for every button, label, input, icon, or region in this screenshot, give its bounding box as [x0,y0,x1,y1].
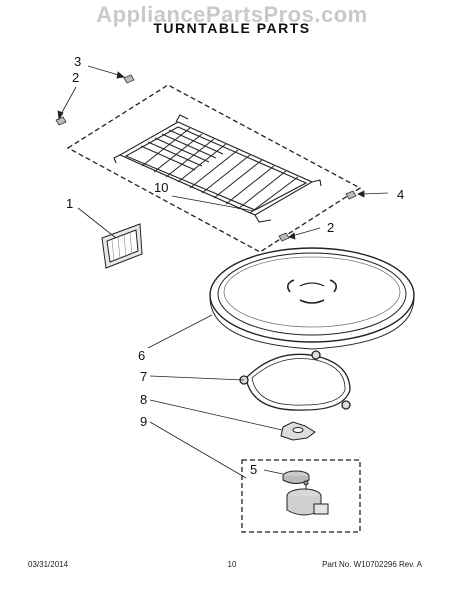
callout-8: 8 [140,392,147,407]
turntable-tray [209,247,415,350]
cavity-outline [66,84,362,253]
footer-page-number: 10 [227,560,237,569]
callout-6: 6 [138,348,145,363]
turntable-motor-cap [282,470,310,484]
watermark: AppliancePartsPros.com [96,2,368,27]
footer-part-number: Part No. W10702296 Rev. A [322,560,422,569]
callout-9: 9 [140,414,147,429]
turntable-motor [286,480,329,516]
wire-rack [113,114,322,223]
footer-date: 03/31/2014 [28,560,69,569]
page-title: TURNTABLE PARTS [153,20,311,36]
callout-3: 3 [74,54,81,69]
rack-support-clip [55,74,357,242]
callout-2-top: 2 [72,70,79,85]
roller-support [239,350,351,411]
motor-group-box [241,459,361,533]
callout-5: 5 [250,462,257,477]
callout-2-right: 2 [327,220,334,235]
turntable-coupler [280,421,316,441]
leader-lines [57,65,389,479]
waveguide-cover [101,223,143,269]
callout-1: 1 [66,196,73,211]
callout-10: 10 [154,180,168,195]
callout-4: 4 [397,187,404,202]
callout-7: 7 [140,369,147,384]
